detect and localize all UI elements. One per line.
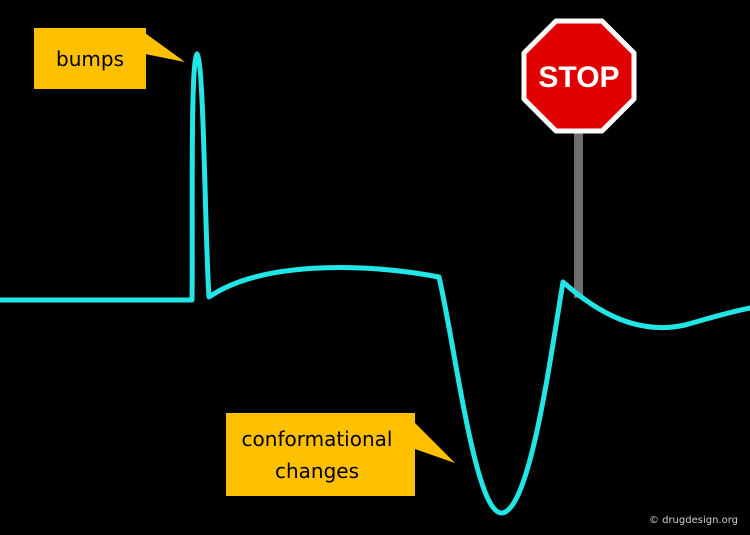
energy-curve <box>0 51 750 516</box>
conformational-callout-line1: conformational <box>242 427 393 451</box>
bumps-callout-pointer <box>145 33 185 62</box>
bumps-callout: bumps <box>34 28 185 89</box>
stop-sign: STOP <box>521 18 637 134</box>
bumps-callout-text: bumps <box>56 47 124 71</box>
stop-sign-text: STOP <box>538 61 619 94</box>
bumps-callout-box <box>34 28 146 89</box>
conformational-callout-line2: changes <box>275 459 359 483</box>
conformational-callout-pointer <box>412 420 455 463</box>
stop-sign-octagon <box>521 18 637 134</box>
credit-text: © drugdesign.org <box>649 515 738 526</box>
conformational-callout-box <box>226 413 415 496</box>
conformational-callout: conformational changes <box>226 413 455 496</box>
stop-sign-pole <box>574 120 583 298</box>
